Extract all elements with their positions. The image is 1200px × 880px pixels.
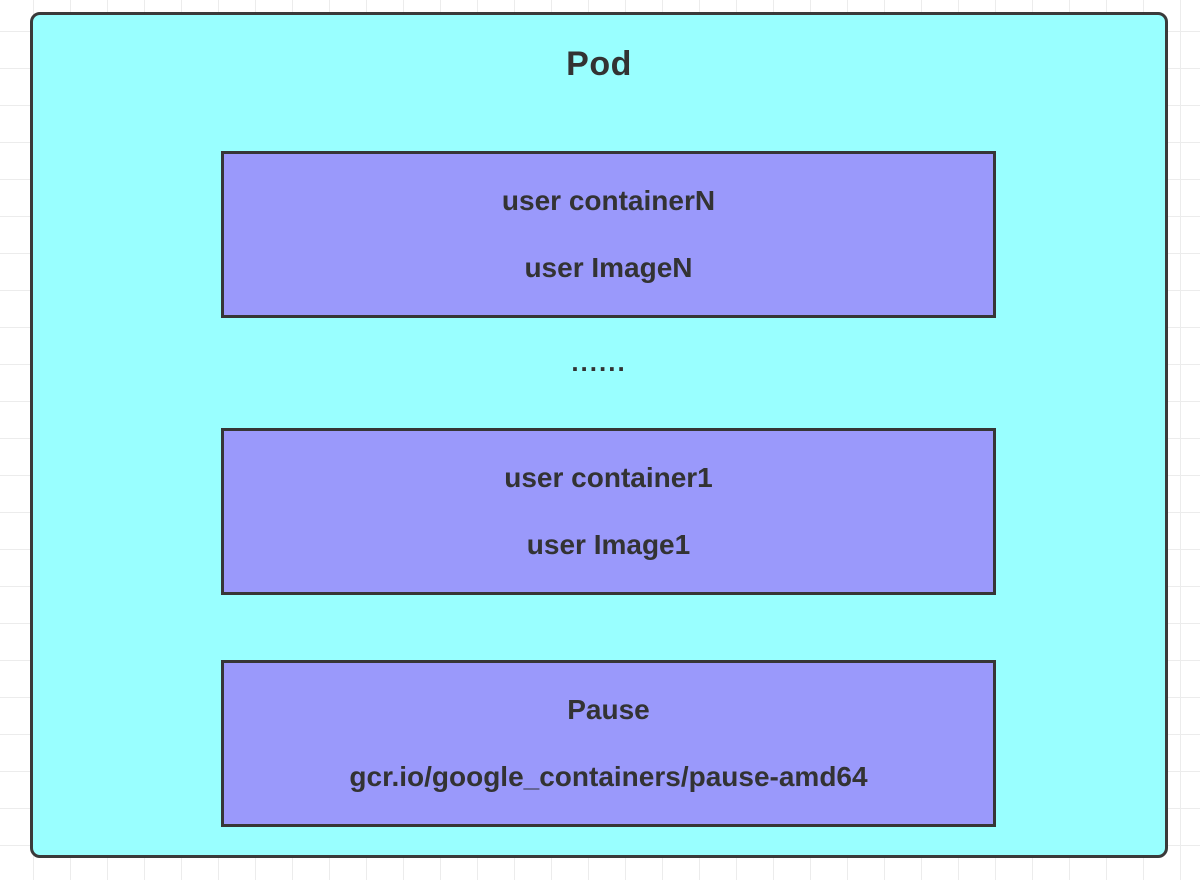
pod-title: Pod (566, 45, 632, 83)
container-box-user-containerN: user containerN user ImageN (221, 151, 996, 318)
container-name: user container1 (504, 462, 713, 494)
container-image: user ImageN (524, 251, 693, 283)
container-image: user Image1 (526, 528, 691, 560)
container-name: Pause (567, 694, 650, 726)
container-image: gcr.io/google_containers/pause-amd64 (349, 760, 868, 792)
pod-box: Pod user containerN user ImageN ...... u… (30, 12, 1168, 858)
containers-ellipsis: ...... (571, 347, 627, 377)
container-box-pause: Pause gcr.io/google_containers/pause-amd… (221, 660, 996, 827)
container-box-user-container1: user container1 user Image1 (221, 428, 996, 595)
container-name: user containerN (501, 185, 716, 217)
